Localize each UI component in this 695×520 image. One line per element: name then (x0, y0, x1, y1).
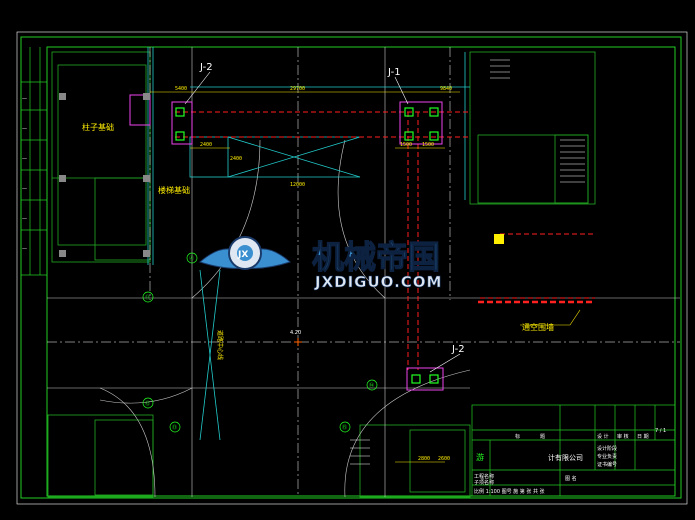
axis-mark-3: ⑬ (172, 424, 177, 431)
inner-frame (46, 46, 676, 497)
dim-pad-b: 1500 (422, 142, 434, 148)
centerlines (47, 47, 680, 497)
label-elevation: 4.20 (290, 330, 301, 336)
dim-box-h: 2400 (230, 156, 242, 162)
dim-left-span: 5400 (175, 86, 187, 92)
axis-mark-6: Ⓐ (189, 255, 194, 262)
elevation-cross (294, 338, 302, 346)
left-margin-strip (21, 47, 47, 276)
watermark-en: JXDIGUO.COM (314, 273, 442, 291)
magenta-pads (129, 94, 444, 391)
label-road: 道路中心线 (216, 330, 224, 360)
title-block-sub-3: 证书编号 (597, 461, 617, 468)
dim-pad-a: 1500 (400, 142, 412, 148)
watermark-cn: 机械帝国 (312, 238, 440, 276)
label-column-foundation: 柱子基础 (82, 122, 114, 132)
svg-text:—: — (22, 216, 27, 222)
axis-mark-4: ⑭ (369, 382, 374, 389)
dim-top-span: 29700 (290, 86, 305, 92)
svg-text:—: — (22, 126, 27, 132)
title-block-sub-1: 设计阶段 (597, 445, 617, 452)
svg-text:—: — (22, 186, 27, 192)
stair-hatch (350, 59, 585, 465)
column-markers (175, 107, 439, 384)
title-block-sub-2: 专业负责 (597, 453, 617, 460)
left-margin-text: — — — — — — (22, 96, 27, 252)
leader-lines (184, 71, 461, 373)
label-stair-foundation: 楼梯基础 (158, 185, 190, 195)
axis-mark-1: ⑪ (145, 294, 150, 301)
svg-text:—: — (22, 246, 27, 252)
dim-right-span: 9840 (440, 86, 452, 92)
svg-text:—: — (22, 96, 27, 102)
dimension-lines (150, 91, 581, 463)
dim-mid-span: 12000 (290, 182, 305, 188)
title-block-logo: 游 (476, 452, 484, 462)
watermark: JX 机械帝国 JXDIGUO.COM (199, 236, 442, 291)
svg-text:—: — (22, 156, 27, 162)
gray-columns (59, 93, 150, 257)
title-block-bottom-row: 比例 1:100 图号 施 第 张 共 张 (474, 488, 545, 495)
watermark-logo-letters: JX (237, 250, 248, 260)
red-foundation-lines (175, 111, 595, 370)
title-block-col-3: 日 期 (637, 434, 649, 440)
yellow-tag (494, 234, 504, 244)
title-block-misc-1: 工程名称 (474, 473, 494, 480)
axis-mark-2: ⑫ (145, 400, 150, 407)
title-block-misc-3: 图 名 (565, 475, 577, 482)
outer-frame (20, 36, 682, 499)
axis-markers (142, 252, 378, 433)
label-enclosure-wall: 通空围墙 (522, 322, 554, 332)
axis-mark-5: ⑮ (342, 424, 347, 431)
dim-bottom-b: 2600 (438, 456, 450, 462)
title-block-row-2: 题 (540, 434, 545, 440)
drawing-border (16, 31, 688, 505)
dim-bottom-a: 2800 (418, 456, 430, 462)
title-block-col-1: 设 计 (597, 433, 609, 440)
label-j2-top: J-2 (199, 62, 213, 73)
title-block (471, 404, 676, 497)
title-block-col-2: 审 核 (617, 433, 629, 440)
dim-box-w: 2400 (200, 142, 212, 148)
watermark-logo: JX (199, 236, 291, 270)
cyan-structure (147, 47, 470, 441)
title-block-page: 7 / 1 (655, 428, 666, 434)
label-j2-bottom: J-2 (451, 344, 465, 355)
label-j1-top: J-1 (387, 67, 401, 78)
title-block-company: 计有限公司 (548, 453, 583, 462)
title-block-misc-2: 子项名称 (474, 479, 494, 486)
title-block-row-1: 标 (515, 433, 520, 440)
